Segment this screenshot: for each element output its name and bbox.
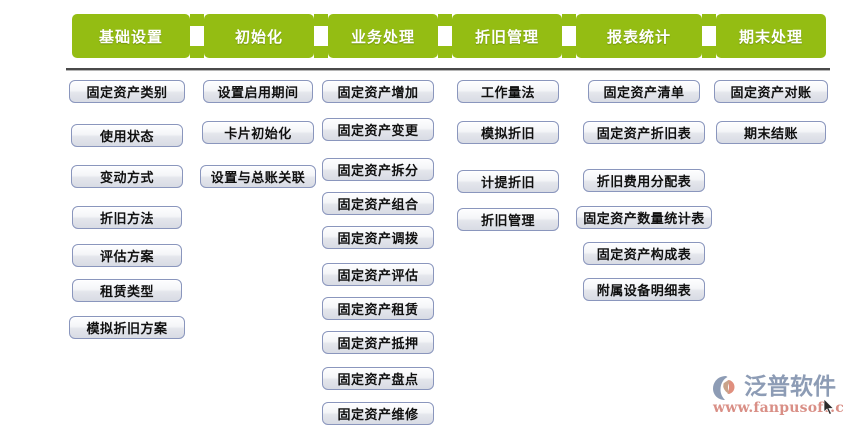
menu-item-button[interactable]: 折旧管理 [457,208,559,231]
menu-item-label: 固定资产调拨 [337,232,419,247]
header-tab-3[interactable]: 业务处理 [328,14,438,58]
menu-item-button[interactable]: 固定资产组合 [322,192,434,215]
menu-item-label: 租赁类型 [99,285,154,300]
menu-item-label: 折旧费用分配表 [596,175,692,190]
connector-bar-bottom [314,46,328,58]
menu-item-label: 卡片初始化 [224,127,292,142]
menu-item-button[interactable]: 固定资产增加 [322,80,434,103]
menu-item-button[interactable]: 固定资产变更 [322,118,434,141]
menu-item-button[interactable]: 设置与总账关联 [200,165,316,188]
menu-item-button[interactable]: 固定资产清单 [588,80,700,103]
menu-item-button[interactable]: 计提折旧 [457,170,559,193]
menu-item-button[interactable]: 设置启用期间 [203,80,313,103]
menu-item-label: 使用状态 [99,130,154,145]
header-tab-label: 初始化 [234,27,283,46]
connector-bar-bottom [702,46,716,58]
menu-item-button[interactable]: 评估方案 [72,244,182,267]
module-header-row: 基础设置 初始化 业务处理 折旧管理 报表统计 期末处理 [0,0,844,62]
menu-item-button[interactable]: 模拟折旧 [457,121,559,144]
menu-item-button[interactable]: 固定资产拆分 [322,158,434,181]
header-connector-1 [190,14,204,58]
fanpu-swoosh-icon [712,374,742,401]
connector-bar-top [438,14,452,26]
connector-bar-top [190,14,204,26]
menu-item-label: 评估方案 [99,250,154,265]
menu-item-label: 固定资产变更 [337,124,419,139]
connector-bar-top [702,14,716,26]
menu-item-label: 工作量法 [480,86,535,101]
menu-item-label: 固定资产租赁 [337,303,419,318]
menu-item-label: 设置启用期间 [217,86,299,101]
connector-bar-bottom [438,46,452,58]
menu-item-label: 固定资产组合 [337,198,419,213]
menu-item-label: 固定资产抵押 [337,337,419,352]
menu-item-label: 固定资产评估 [337,269,419,284]
menu-item-label: 期末结账 [743,127,798,142]
logo-website-url: www.fanpusoft.com [713,400,844,416]
menu-item-label: 固定资产对账 [730,86,812,101]
menu-item-button[interactable]: 变动方式 [71,165,183,188]
menu-item-button[interactable]: 折旧方法 [72,206,182,229]
menu-item-label: 固定资产数量统计表 [583,212,705,227]
menu-item-button[interactable]: 固定资产对账 [714,80,828,103]
menu-item-label: 固定资产折旧表 [596,127,692,142]
menu-item-button[interactable]: 固定资产数量统计表 [576,206,712,229]
menu-item-button[interactable]: 工作量法 [457,80,559,103]
header-tab-1[interactable]: 基础设置 [72,14,190,58]
menu-item-button[interactable]: 固定资产评估 [322,263,434,286]
connector-bar-bottom [190,46,204,58]
menu-item-button[interactable]: 附属设备明细表 [583,278,705,301]
menu-item-button[interactable]: 固定资产维修 [322,402,434,425]
menu-item-button[interactable]: 使用状态 [71,124,183,147]
menu-item-label: 模拟折旧方案 [86,322,168,337]
header-connector-5 [702,14,716,58]
menu-item-label: 固定资产维修 [337,408,419,423]
menu-item-label: 设置与总账关联 [210,171,306,186]
header-tab-label: 折旧管理 [474,27,539,46]
menu-item-label: 模拟折旧 [480,127,535,142]
header-tab-4[interactable]: 折旧管理 [452,14,562,58]
menu-item-label: 固定资产构成表 [596,248,692,263]
menu-item-button[interactable]: 固定资产抵押 [322,331,434,354]
connector-bar-top [314,14,328,26]
menu-item-button[interactable]: 固定资产调拨 [322,226,434,249]
mouse-cursor-icon [823,398,835,415]
connector-bar-top [562,14,576,26]
header-tab-5[interactable]: 报表统计 [576,14,702,58]
header-connector-3 [438,14,452,58]
header-connector-4 [562,14,576,58]
logo-top-row: 泛普软件 [712,372,842,402]
menu-item-label: 固定资产增加 [337,86,419,101]
company-logo: 泛普软件 www.fanpusoft.com [712,372,844,424]
menu-item-button[interactable]: 折旧费用分配表 [583,169,705,192]
menu-item-label: 折旧方法 [99,212,154,227]
menu-item-label: 固定资产类别 [86,86,168,101]
menu-item-button[interactable]: 固定资产盘点 [322,367,434,390]
menu-item-button[interactable]: 固定资产构成表 [583,242,705,265]
menu-item-button[interactable]: 模拟折旧方案 [69,316,185,339]
header-tab-label: 业务处理 [350,27,415,46]
menu-item-label: 计提折旧 [480,176,535,191]
header-connector-2 [314,14,328,58]
menu-item-button[interactable]: 固定资产折旧表 [583,121,705,144]
header-tab-2[interactable]: 初始化 [204,14,314,58]
header-tab-label: 基础设置 [98,27,163,46]
menu-item-label: 固定资产拆分 [337,164,419,179]
menu-item-button[interactable]: 固定资产类别 [69,80,185,103]
header-tab-label: 报表统计 [606,27,671,46]
menu-item-label: 变动方式 [99,171,154,186]
menu-item-label: 折旧管理 [480,214,535,229]
menu-item-label: 附属设备明细表 [596,284,692,299]
menu-item-button[interactable]: 期末结账 [716,121,826,144]
menu-item-label: 固定资产盘点 [337,373,419,388]
connector-bar-bottom [562,46,576,58]
menu-item-button[interactable]: 卡片初始化 [202,121,314,144]
header-divider [66,68,830,71]
menu-item-button[interactable]: 固定资产租赁 [322,297,434,320]
logo-brand-text: 泛普软件 [744,373,836,400]
menu-item-button[interactable]: 租赁类型 [72,279,182,302]
menu-item-label: 固定资产清单 [603,86,685,101]
header-tab-6[interactable]: 期末处理 [716,14,826,58]
header-tab-label: 期末处理 [738,27,803,46]
